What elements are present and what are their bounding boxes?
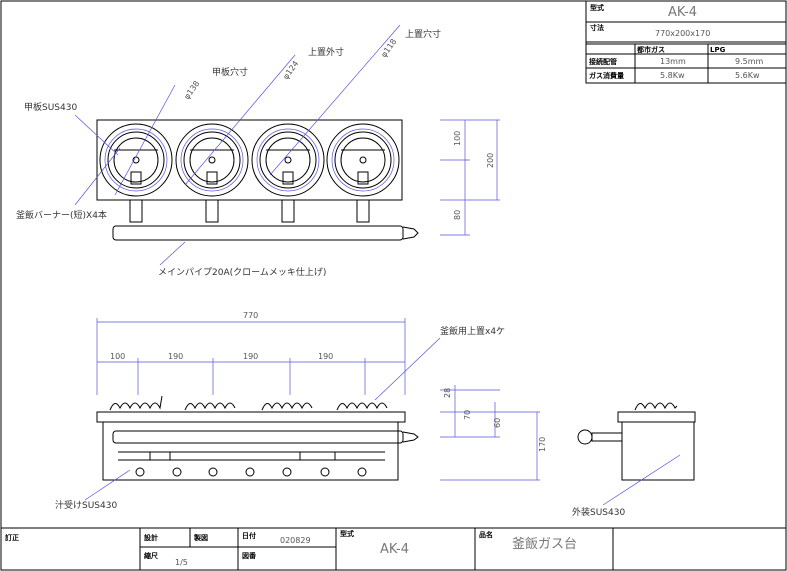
plan-view: 甲板SUS430 釜飯バーナー(短)X4本 メインパイプ20A(クロームメッキ仕… <box>16 24 500 278</box>
revision-label: 訂正 <box>5 533 19 542</box>
tb-model-label: 型式 <box>340 529 354 538</box>
drip-tray-label: 汁受けSUS430 <box>55 499 117 511</box>
dim-60: 60 <box>493 418 502 428</box>
burner-label: 釜飯バーナー(短)X4本 <box>16 209 107 221</box>
product-value: 釜飯ガス台 <box>512 537 577 552</box>
design-label: 設計 <box>144 533 158 542</box>
pipe-lpg: 9.5mm <box>735 57 764 66</box>
cover-outer-label: 上置外寸 <box>308 46 344 58</box>
tb-model-value: AK-4 <box>380 542 409 557</box>
pipe-label: 接続配管 <box>589 57 617 66</box>
dim-170: 170 <box>538 437 547 452</box>
front-view: 770 100 190 190 190 釜飯用上置x4ケ 汁受けSUS430 2… <box>55 311 547 511</box>
model-label: 型式 <box>590 3 604 12</box>
size-label: 寸法 <box>590 23 604 32</box>
main-pipe <box>112 225 404 241</box>
product-label: 品名 <box>479 530 493 539</box>
dim-w4: 190 <box>318 352 333 361</box>
model-value: AK-4 <box>668 5 697 20</box>
dim-80: 80 <box>453 210 462 220</box>
dim-w2: 190 <box>168 352 183 361</box>
burner <box>99 123 173 197</box>
col-city-gas: 都市ガス <box>636 45 665 54</box>
scale-label: 縮尺 <box>144 551 158 560</box>
drawing-no-label: 図番 <box>242 551 257 560</box>
dim-100: 100 <box>453 131 462 146</box>
date-value: 020829 <box>280 536 311 545</box>
col-lpg: LPG <box>710 46 726 54</box>
diameter-118: φ118 <box>379 37 398 59</box>
burner <box>175 123 249 197</box>
plate-hole-label: 甲板穴寸 <box>212 66 248 78</box>
dim-w1: 100 <box>110 352 125 361</box>
main-pipe-label: メインパイプ20A(クロームメッキ仕上げ) <box>158 266 326 278</box>
dim-w3: 190 <box>243 352 258 361</box>
date-label: 日付 <box>242 531 256 540</box>
pipe-city: 13mm <box>660 57 686 66</box>
burner <box>326 123 400 197</box>
consumption-city: 5.8Kw <box>660 71 685 80</box>
dim-200: 200 <box>486 153 495 168</box>
dim-70: 70 <box>463 410 472 420</box>
scale-value: 1/5 <box>175 558 188 567</box>
burner <box>251 123 325 197</box>
size-value: 770x200x170 <box>655 29 710 38</box>
cover-count-label: 釜飯用上置x4ケ <box>440 325 505 337</box>
top-plate-label: 甲板SUS430 <box>24 101 77 113</box>
diameter-138: φ138 <box>182 79 201 101</box>
consumption-label: ガス消費量 <box>589 71 624 80</box>
cover-hole-label: 上置穴寸 <box>405 28 441 40</box>
drafting-label: 製図 <box>193 533 208 542</box>
consumption-lpg: 5.6Kw <box>735 71 760 80</box>
diameter-124: φ124 <box>281 59 300 81</box>
side-view: 外装SUS430 <box>572 402 696 518</box>
exterior-label: 外装SUS430 <box>572 506 625 518</box>
spec-table: 型式 AK-4 寸法 770x200x170 都市ガス LPG 接続配管 13m… <box>585 0 787 84</box>
title-block: 訂正 設計 製図 日付 020829 縮尺 1/5 図番 型式 AK-4 品名 … <box>1 527 786 570</box>
dim-770: 770 <box>243 311 258 320</box>
dim-28: 28 <box>443 388 452 398</box>
